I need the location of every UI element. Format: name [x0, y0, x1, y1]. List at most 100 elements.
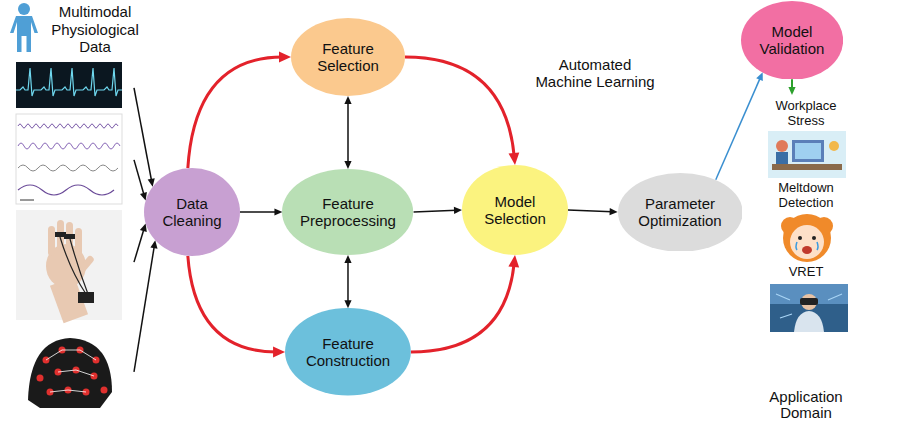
connector-line: [568, 210, 612, 212]
human-icon-part: [18, 3, 30, 15]
connector-line: [188, 57, 283, 168]
workplace-stress-image-part: [776, 152, 788, 164]
application-band: Application Domain: [750, 95, 862, 388]
eeg-waves-image-part: [16, 114, 122, 204]
domain-label: VRET: [766, 265, 846, 280]
arrow-head: [509, 153, 520, 165]
eeg-cap-image-part-part: [101, 387, 108, 394]
eeg-cap-image-part: [16, 328, 122, 414]
workplace-stress-image-part: [776, 140, 788, 152]
data-band-fill: [4, 58, 134, 418]
meltdown-image-part: [802, 246, 812, 254]
connector: [344, 96, 351, 169]
node-label: Model Selection: [477, 193, 553, 228]
ecg-image-part: [16, 62, 122, 108]
workplace-stress-image-part: [792, 140, 824, 162]
arrow-head: [148, 178, 155, 187]
ecg-image-part: [16, 68, 122, 96]
process-ellipse: Feature Construction: [285, 308, 411, 395]
arrow-head: [140, 223, 147, 232]
connector-line: [134, 246, 154, 372]
arrow-head: [344, 300, 351, 308]
label-holder: Meltdown Detection: [766, 181, 846, 211]
heading-text: Multimodal Physiological Data: [45, 3, 145, 55]
node-label: Model Validation: [754, 23, 830, 58]
meltdown-image-part: [796, 242, 818, 250]
arrow-head: [274, 208, 282, 215]
ellipse-shape: [618, 173, 743, 252]
connector-line: [414, 210, 457, 212]
connector-line: [411, 263, 514, 352]
arrow-head: [279, 52, 291, 63]
arrow-head: [610, 208, 618, 215]
connector: [240, 208, 282, 215]
workplace-stress-image-part: [795, 143, 821, 159]
connector-line: [716, 77, 761, 179]
connector-line: [188, 256, 277, 352]
connector: [134, 160, 147, 201]
arrow-head: [140, 192, 147, 201]
process-ellipse: Data Cleaning: [144, 168, 240, 256]
arrow-head: [508, 255, 519, 267]
process-ellipse: Parameter Optimization: [618, 173, 743, 252]
hand-sensor-image-part: [60, 237, 86, 294]
hand-sensor-image-part: [70, 239, 88, 294]
connector: [414, 207, 462, 214]
heading-text: Automated Machine Learning: [530, 56, 660, 91]
eeg-cap-image-part: [37, 347, 108, 396]
connector-line: [240, 211, 277, 213]
ellipse-shape: [462, 165, 568, 255]
heading-holder: Application Domain: [751, 389, 861, 421]
arrow-head: [273, 347, 285, 358]
connector: [716, 72, 763, 179]
eeg-waves-image: [16, 114, 122, 204]
workplace-stress-image-part: [768, 131, 846, 178]
process-ellipse: Model Validation: [741, 1, 843, 80]
connector: [411, 255, 519, 352]
connector-line: [347, 102, 349, 164]
connector-line: [134, 160, 144, 195]
human-icon-part: [10, 16, 38, 52]
workplace-stress-image-part: [772, 164, 842, 170]
ellipse-shape: [144, 168, 240, 256]
connector-line: [347, 261, 349, 303]
meltdown-image-part: [790, 225, 824, 259]
application-band-fill: [750, 95, 862, 388]
eeg-cap-image-part-part: [37, 375, 44, 382]
label-holder: VRET: [766, 265, 846, 280]
label-holder: Workplace Stress: [766, 99, 846, 129]
human-icon: [10, 3, 38, 52]
vret-image: [770, 284, 848, 332]
process-ellipse: Model Selection: [462, 165, 568, 255]
connector: [568, 208, 618, 215]
eeg-waves-image-part: [20, 200, 34, 201]
arrow-head: [344, 96, 351, 104]
hand-sensor-image-part: [48, 226, 55, 256]
eeg-cap-image-part: [46, 350, 96, 392]
heading-holder: Multimodal Physiological Data: [45, 3, 145, 55]
arrow-head: [788, 87, 795, 95]
eeg-cap-image: [16, 328, 122, 414]
node-label: Parameter Optimization: [632, 195, 727, 230]
ellipse-shape: [291, 18, 405, 96]
heading-holder: Automated Machine Learning: [530, 56, 660, 91]
hand-sensor-image: [16, 210, 122, 323]
ellipse-shape: [285, 308, 411, 395]
ellipse-shape: [282, 169, 413, 255]
node-label: Feature Preprocessing: [296, 195, 400, 230]
connector: [134, 240, 158, 372]
connector-line: [405, 57, 514, 157]
connector: [788, 79, 795, 95]
process-ellipse: Feature Preprocessing: [282, 169, 413, 255]
connector: [405, 57, 519, 165]
hand-sensor-image-part: [75, 228, 82, 256]
eeg-waves-image-part: [18, 124, 118, 128]
arrow-head: [756, 72, 763, 81]
automl-panel: Automated Machine LearningFeature Select…: [258, 2, 745, 420]
hand-sensor-image-part: [64, 234, 75, 239]
workplace-stress-image: [768, 131, 846, 178]
arrow-head: [344, 255, 351, 263]
vret-image-part: [776, 294, 842, 318]
vret-image-part: [800, 298, 818, 305]
eeg-waves-image-part: [18, 165, 118, 171]
